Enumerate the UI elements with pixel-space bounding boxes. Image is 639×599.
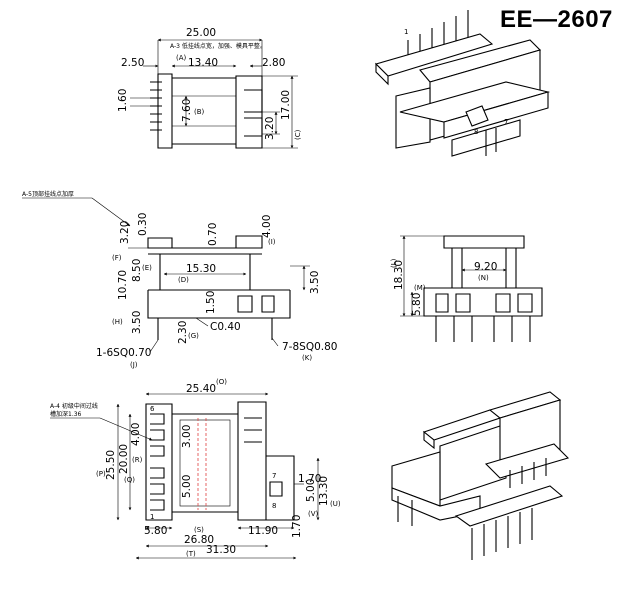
- tag-a: (A): [176, 54, 187, 62]
- dim-mid: 13.40: [188, 57, 218, 69]
- dim-right: 2.80: [262, 57, 285, 69]
- front-view: 9.20 (N) 18.30 (L) 5.80 (M): [390, 235, 543, 342]
- dim-300: 3.00: [181, 425, 193, 448]
- dim-400: 4.00: [261, 215, 273, 238]
- tag-i: (I): [268, 238, 276, 246]
- dim-2540: 25.40: [186, 383, 216, 395]
- tag-p: (P): [96, 470, 106, 478]
- tag-c: (C): [294, 129, 302, 140]
- dim-030: 0.30: [137, 213, 149, 236]
- pin-7-label: 7: [272, 472, 276, 480]
- tag-q: (Q): [124, 476, 135, 484]
- tag-f: (F): [112, 254, 122, 262]
- note-a4-2: 槽加深1.36: [50, 410, 82, 418]
- bottom-view: A-4 初级中间过线 槽加深1.36 25.40 (O) 6 1 3.00 5.…: [50, 378, 341, 560]
- dim-2680: 26.80: [184, 534, 214, 546]
- dim-350-right: 3.50: [309, 271, 321, 294]
- note-a4: A-4 初级中间过线: [50, 402, 98, 410]
- pin-1-label: 1: [150, 513, 154, 521]
- tag-r: (R): [132, 456, 143, 464]
- tag-g: (G): [188, 332, 199, 340]
- tag-h: (H): [112, 318, 123, 326]
- dim-1530: 15.30: [186, 263, 216, 275]
- dim-c040: C0.40: [210, 321, 241, 333]
- top-view: 25.00 A-3 低挂线点宽，加强、模具平整。 (A) 2.50 13.40 …: [117, 27, 302, 149]
- dim-slot: 7.60: [181, 99, 193, 122]
- dim-400: 4.00: [130, 423, 142, 446]
- dim-2550: 25.50: [105, 450, 117, 480]
- tag-e: (E): [142, 264, 152, 272]
- dim-height: 17.00: [280, 90, 292, 120]
- iso-pin-8-label: 8: [474, 128, 478, 136]
- pin-6-label: 6: [150, 405, 155, 413]
- tag-o: (O): [216, 378, 227, 386]
- tag-v: (V): [308, 510, 319, 518]
- iso-pin-7-label: 7: [504, 118, 508, 126]
- dim-sq2: 7-8SQ0.80: [282, 341, 337, 353]
- dim-1330: 13.30: [318, 476, 330, 506]
- tag-j: (J): [130, 361, 138, 369]
- tag-n: (N): [478, 274, 489, 282]
- side-view: A-5顶部挂线点加厚 3.20 0.30 0.70 4.00 (I) (F) (…: [22, 190, 337, 369]
- dim-920: 9.20: [474, 261, 497, 273]
- part-number-title: EE—2607: [500, 6, 613, 33]
- iso-view-top: 1 8 7: [374, 10, 551, 157]
- tag-u: (U): [330, 500, 341, 508]
- dim-width: 25.00: [186, 27, 216, 39]
- note-a3: A-3 低挂线点宽，加强、模具平整。: [170, 42, 266, 50]
- note-a5: A-5顶部挂线点加厚: [22, 190, 74, 198]
- dim-sq1: 1-6SQ0.70: [96, 347, 151, 359]
- dim-150: 1.50: [205, 291, 217, 314]
- dim-320: 3.20: [119, 221, 131, 244]
- tag-s: (S): [194, 526, 204, 534]
- dim-500-mid: 5.00: [181, 475, 193, 498]
- dim-580-front: 5.80: [411, 293, 423, 316]
- dim-500-right: 5.00: [305, 479, 317, 502]
- tag-d: (D): [178, 276, 189, 284]
- dim-850: 8.50: [131, 259, 143, 282]
- dim-170a: 1.70: [298, 473, 321, 485]
- dim-350-left: 3.50: [131, 311, 143, 334]
- iso-view-bottom: [391, 391, 570, 560]
- tag-b: (B): [194, 108, 205, 116]
- dim-pitch: 1.60: [117, 89, 129, 112]
- tag-l: (L): [390, 258, 398, 268]
- dim-230: 2.30: [177, 321, 189, 344]
- dim-1830: 18.30: [393, 260, 405, 290]
- tag-m: (M): [414, 284, 426, 292]
- iso-pin-1-label: 1: [404, 28, 408, 36]
- dim-070: 0.70: [207, 223, 219, 246]
- tag-k: (K): [302, 354, 312, 362]
- pin-8-label: 8: [272, 502, 276, 510]
- dim-1190: 11.90: [248, 525, 278, 537]
- tag-t: (T): [186, 550, 196, 558]
- dim-left: 2.50: [121, 57, 144, 69]
- dim-pin-h: 3.20: [264, 117, 276, 140]
- dim-2000: 20.00: [118, 444, 130, 474]
- dim-170b: 1.70: [291, 515, 303, 538]
- dim-580: 5.80: [144, 525, 167, 537]
- dim-1070: 10.70: [117, 270, 129, 300]
- dim-3130: 31.30: [206, 544, 236, 556]
